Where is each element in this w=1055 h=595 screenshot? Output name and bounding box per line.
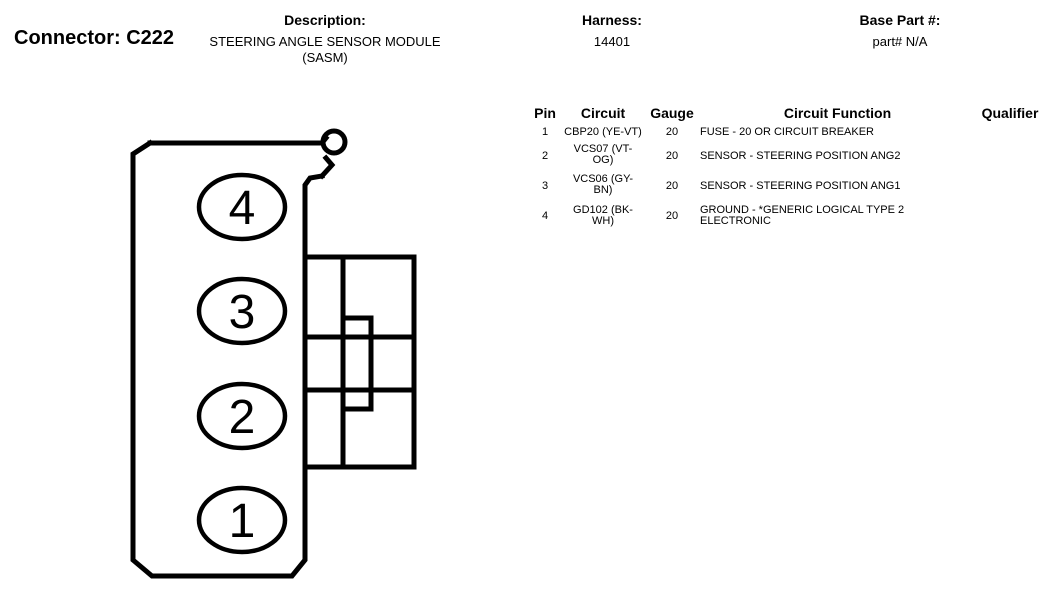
cell-circuit-function: SENSOR - STEERING POSITION ANG2 <box>700 150 901 162</box>
connector-lock-tab-crossbars <box>302 334 417 393</box>
base-part-value: part# N/A <box>872 34 928 49</box>
pin-number-label: 4 <box>229 182 256 235</box>
cell-pin: 2 <box>541 150 549 162</box>
cell-pin: 1 <box>541 126 549 138</box>
pin-number-label: 2 <box>229 391 256 444</box>
connector-lock-tab-key <box>340 315 374 412</box>
cell-gauge: 20 <box>665 126 679 138</box>
description-value: STEERING ANGLE SENSOR MODULE (SASM) <box>209 34 441 65</box>
connector-title: Connector: C222 <box>14 27 175 49</box>
harness-label: Harness: <box>582 12 642 28</box>
pin-number-label: 3 <box>229 286 256 339</box>
connector-lock-tab <box>302 254 417 470</box>
pin-number-label: 1 <box>229 495 256 548</box>
connector-latch-ring <box>320 128 348 156</box>
column-header-circuit-function: Circuit Function <box>783 105 892 121</box>
harness-value: 14401 <box>593 34 631 49</box>
cell-circuit: GD102 (BK-WH) <box>573 204 633 227</box>
cell-circuit-function: FUSE - 20 OR CIRCUIT BREAKER <box>700 126 874 138</box>
column-header-qualifier: Qualifier <box>981 105 1039 121</box>
cell-circuit-function: GROUND - *GENERIC LOGICAL TYPE 2 ELECTRO… <box>700 204 905 227</box>
cell-gauge: 20 <box>665 150 679 162</box>
column-header-pin: Pin <box>534 105 556 121</box>
description-label: Description: <box>284 12 366 28</box>
cell-pin: 4 <box>541 210 549 222</box>
cell-gauge: 20 <box>665 210 679 222</box>
pin-cavity-2 <box>196 381 288 451</box>
cell-gauge: 20 <box>665 180 679 192</box>
pin-cavity-4 <box>196 172 288 242</box>
base-part-label: Base Part #: <box>859 12 941 28</box>
cell-circuit: VCS07 (VT-OG) <box>573 143 633 166</box>
column-header-gauge: Gauge <box>650 105 694 121</box>
cell-pin: 3 <box>541 180 549 192</box>
cell-circuit: CBP20 (YE-VT) <box>564 126 642 138</box>
pin-cavity-1 <box>196 485 288 555</box>
column-header-circuit: Circuit <box>580 105 626 121</box>
connector-housing-outline <box>130 139 325 579</box>
cell-circuit: VCS06 (GY-BN) <box>572 173 634 196</box>
cell-circuit-function: SENSOR - STEERING POSITION ANG1 <box>700 180 901 192</box>
pin-cavity-3 <box>196 276 288 346</box>
